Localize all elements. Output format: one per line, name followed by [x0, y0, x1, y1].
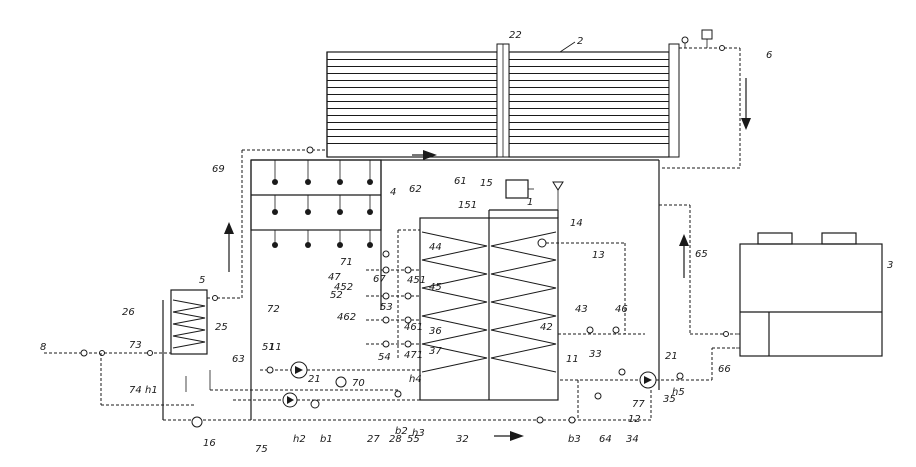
label-471: 471: [404, 350, 423, 361]
label-67: 67: [373, 274, 386, 285]
cooling-tower: [736, 233, 882, 356]
label-h3: h3: [412, 428, 425, 439]
label-4: 4: [390, 187, 396, 198]
label-53: 53: [380, 302, 393, 313]
label-21-right: 21: [665, 351, 678, 362]
label-b2: b2: [395, 426, 408, 437]
tank-coil-right: [491, 232, 556, 372]
label-h1: h1: [145, 385, 158, 396]
label-26: 26: [122, 307, 135, 318]
solar-collector: [327, 44, 679, 157]
sprinkler-row-2: [272, 195, 373, 215]
label-h4: h4: [409, 374, 422, 385]
label-b3: b3: [568, 434, 581, 445]
label-16: 16: [203, 438, 216, 449]
sprinkler-row-3: [272, 230, 373, 248]
exhaust-valve: [553, 182, 563, 210]
label-451: 451: [407, 275, 426, 286]
label-151: 151: [458, 200, 477, 211]
controller-box: [506, 180, 534, 198]
collector-inlet-pipe: [242, 147, 327, 298]
label-43: 43: [575, 304, 588, 315]
label-h2: h2: [293, 434, 306, 445]
heat-exchanger: [171, 290, 242, 354]
label-461: 461: [404, 322, 423, 333]
label-64: 64: [599, 434, 612, 445]
label-12: 12: [628, 414, 641, 425]
label-462: 462: [337, 312, 356, 323]
label-1: 1: [527, 197, 533, 208]
label-63: 63: [232, 354, 245, 365]
label-54: 54: [378, 352, 391, 363]
flow-arrow-bottom: [494, 431, 524, 441]
label-42: 42: [540, 322, 553, 333]
label-5: 5: [199, 275, 205, 286]
storage-tank: [420, 210, 558, 400]
label-27: 27: [367, 434, 380, 445]
label-34: 34: [626, 434, 639, 445]
label-11-left: 11: [269, 342, 282, 353]
sensor-14: [538, 239, 625, 247]
flow-arrow-up-right: [679, 234, 689, 278]
label-32: 32: [456, 434, 469, 445]
label-45: 45: [429, 282, 442, 293]
label-73: 73: [129, 340, 142, 351]
sprinkler-row-1: [272, 160, 373, 185]
label-77: 77: [632, 399, 645, 410]
valve-cluster-center: [366, 230, 420, 397]
label-74: 74: [129, 385, 142, 396]
label-b1: b1: [320, 434, 333, 445]
label-2: 2: [577, 36, 583, 47]
label-44: 44: [429, 242, 442, 253]
label-62: 62: [409, 184, 422, 195]
flow-arrow-top: [412, 150, 437, 160]
label-70: 70: [352, 378, 365, 389]
pump-21-right: [560, 348, 736, 388]
label-66: 66: [718, 364, 731, 375]
label-6: 6: [766, 50, 772, 61]
label-69: 69: [212, 164, 225, 175]
label-15: 15: [480, 178, 493, 189]
pump-h2: [233, 393, 420, 408]
label-46: 46: [615, 304, 628, 315]
label-71: 71: [340, 257, 353, 268]
label-8: 8: [40, 342, 46, 353]
label-36: 36: [429, 326, 442, 337]
label-3: 3: [887, 260, 893, 271]
label-65: 65: [695, 249, 708, 260]
flow-arrow-down-right: [741, 78, 751, 130]
label-72: 72: [267, 304, 280, 315]
label-21-left: 21: [308, 374, 321, 385]
label-452: 452: [334, 282, 353, 293]
label-11: 11: [566, 354, 579, 365]
label-61: 61: [454, 176, 467, 187]
flow-arrow-up-left: [224, 222, 234, 272]
label-14: 14: [570, 218, 583, 229]
return-line-right: [558, 205, 736, 337]
label-13: 13: [592, 250, 605, 261]
label-25: 25: [215, 322, 228, 333]
label-75: 75: [255, 444, 268, 455]
label-22: 22: [509, 30, 522, 41]
bottom-return-pipe: [163, 380, 651, 427]
label-37: 37: [429, 346, 442, 357]
label-33: 33: [589, 349, 602, 360]
label-h5: h5: [672, 387, 685, 398]
